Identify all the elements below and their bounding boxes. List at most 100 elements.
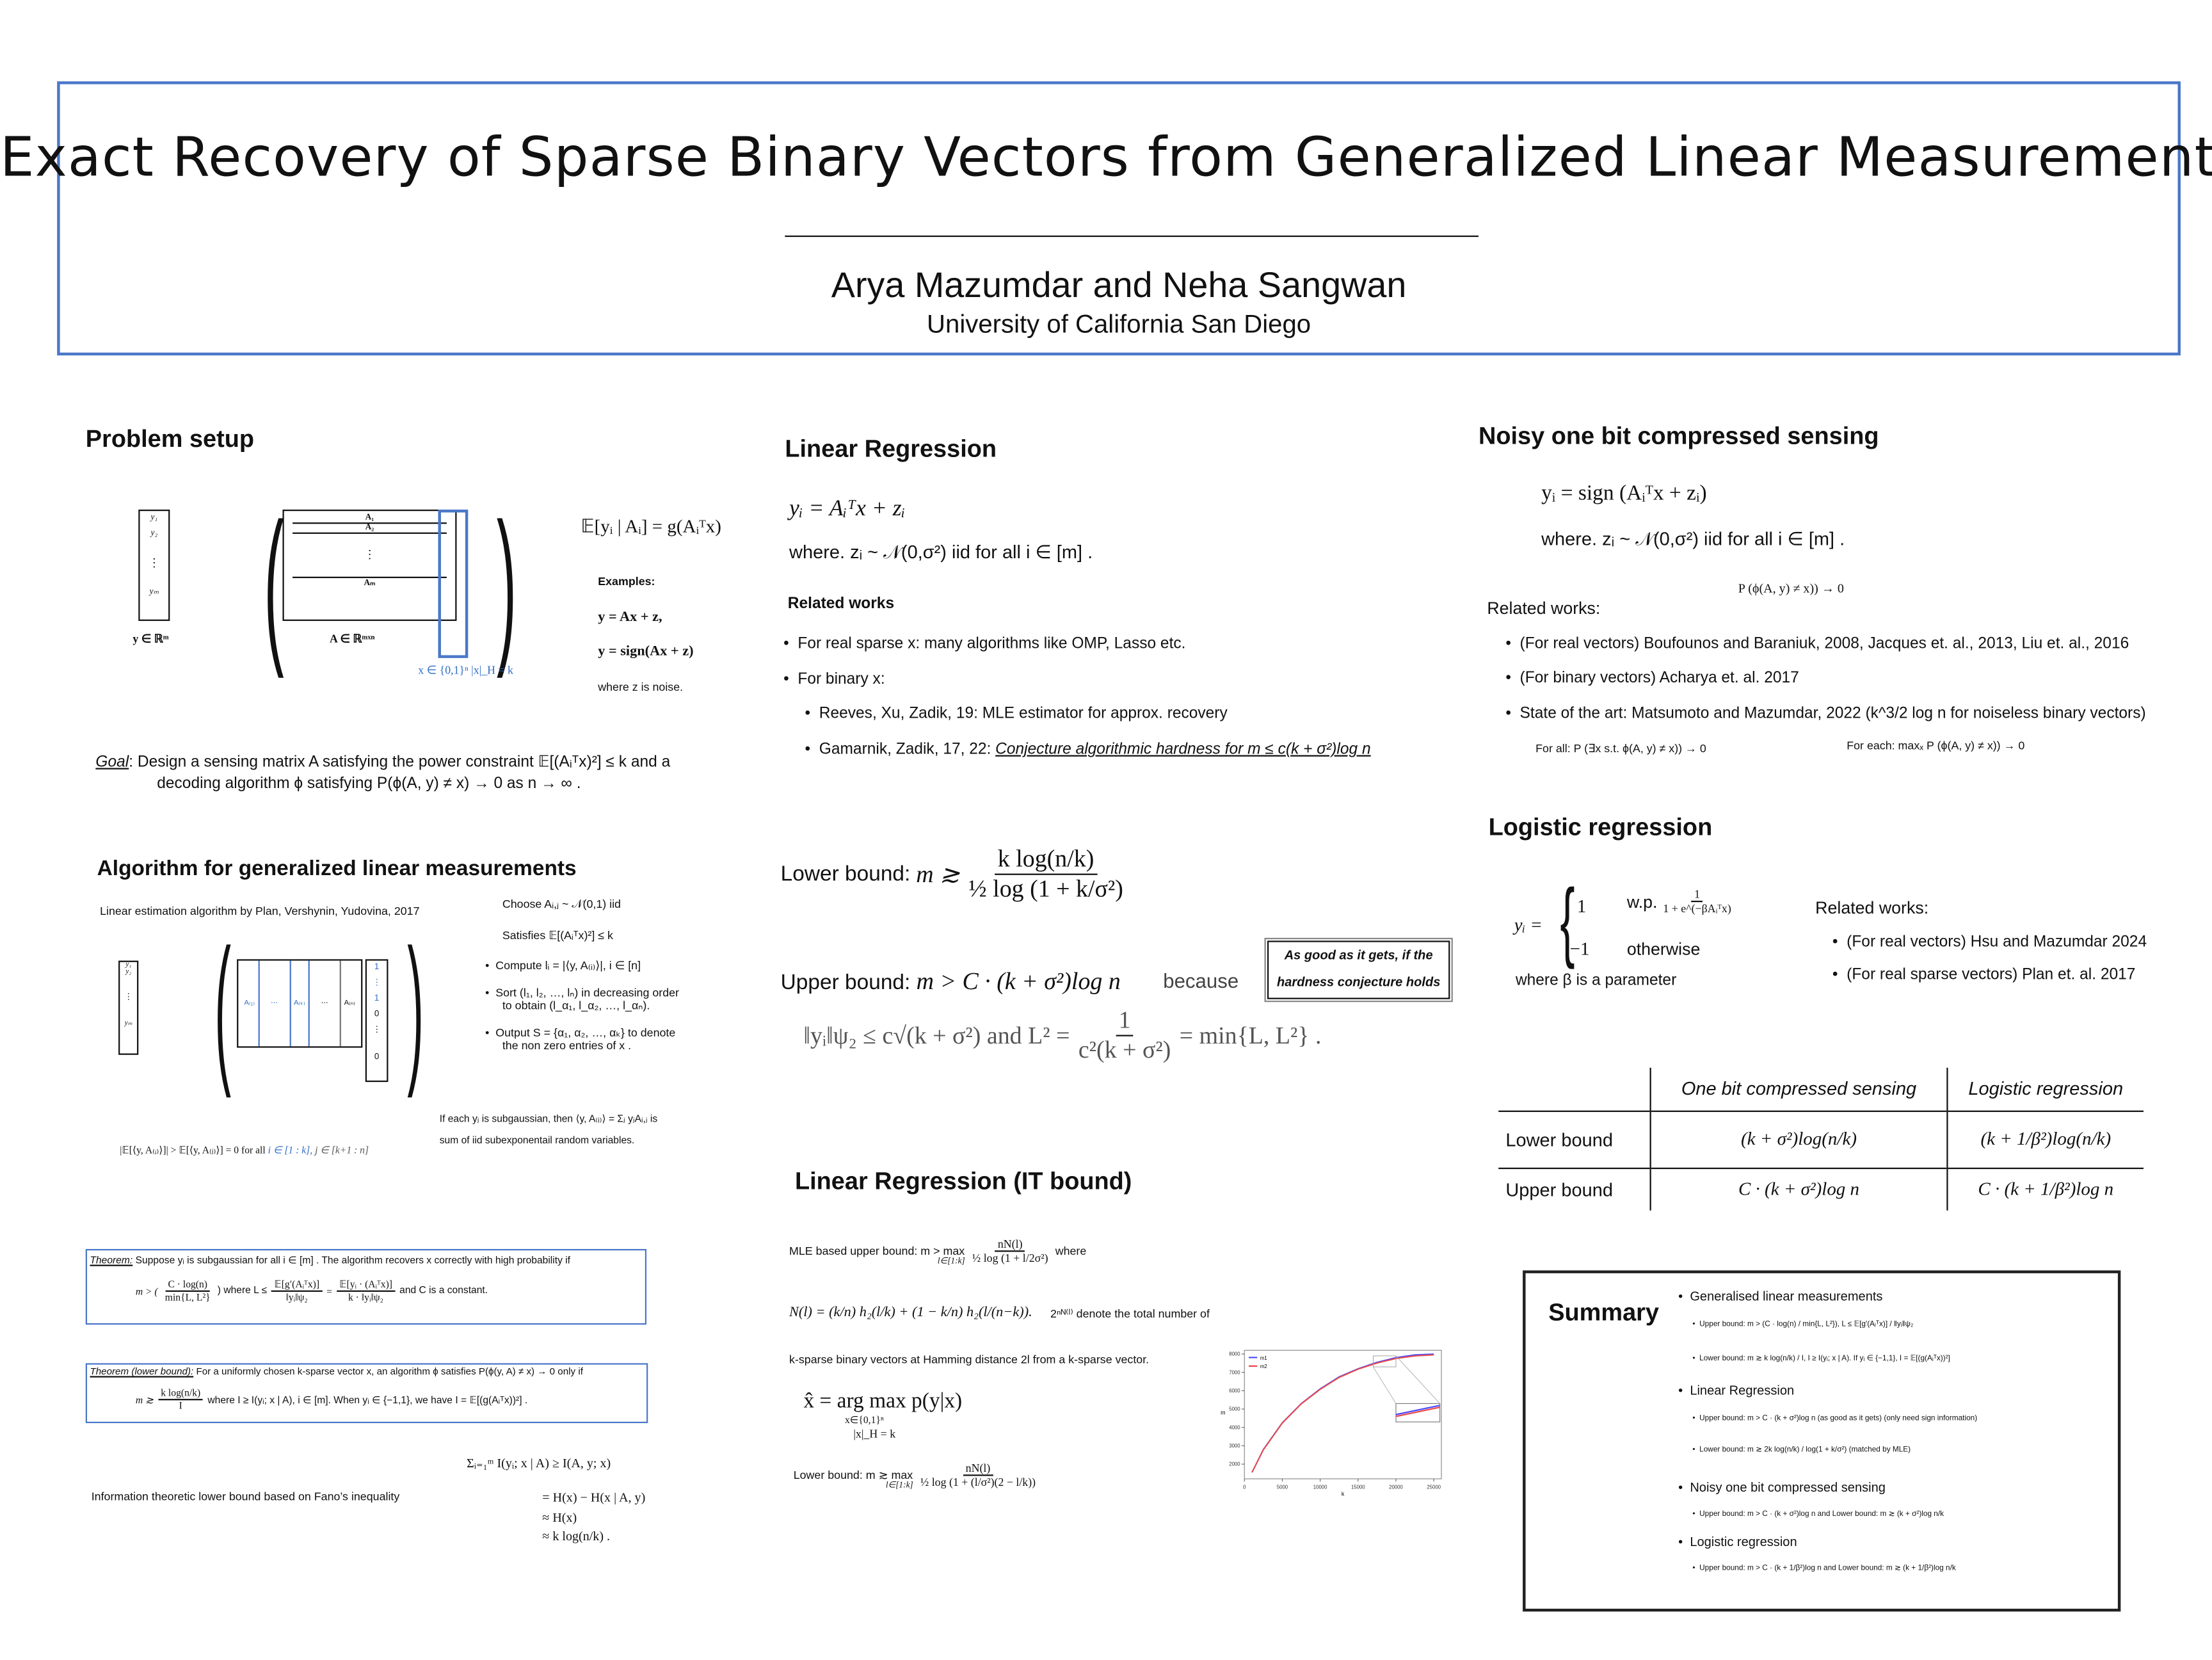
y-tick-label: 6000: [1229, 1388, 1240, 1394]
formula-part: =: [326, 1285, 332, 1297]
summary-item-text: Upper bound: m > C · (k + σ²)log n and L…: [1699, 1510, 1944, 1519]
summary-section-title: • Linear Regression: [1678, 1383, 1795, 1398]
y-entry: ⋮: [124, 993, 133, 1003]
related-text: (For real sparse vectors) Plan et. al. 2…: [1847, 966, 2136, 984]
summary-item-text: Lower bound: m ≳ k log(n/k) / I, I ≥ I(y…: [1699, 1354, 1950, 1364]
matrix-column: A₍ₙ₎: [339, 960, 355, 1047]
related-text: For real sparse x: many algorithms like …: [797, 635, 1186, 652]
inset-connector: [1395, 1355, 1440, 1404]
section-heading-noisy-one-bit: Noisy one bit compressed sensing: [1478, 422, 1879, 450]
x-entry: 0: [374, 1053, 380, 1062]
summary-title-text: Logistic regression: [1690, 1534, 1797, 1549]
power-constraint: Satisfies 𝔼[(Aᵢᵀx)²] ≤ k: [502, 929, 613, 942]
y-entry: yₘ: [149, 588, 159, 597]
affiliation: University of California San Diego: [927, 309, 1311, 339]
step-sort: • Sort (l₁, l₂, …, lₙ) in decreasing ord…: [485, 986, 679, 1012]
a-row: A₂: [293, 524, 447, 534]
x-entry: 1: [374, 995, 380, 1004]
table-cell: Upper bound: [1505, 1179, 1613, 1200]
section-heading-logistic: Logistic regression: [1488, 813, 1713, 841]
logistic-lhs: yᵢ =: [1514, 914, 1543, 935]
y-axis-label: m: [1221, 1410, 1225, 1416]
fano-description: Information theoretic lower bound based …: [91, 1490, 400, 1503]
linreg-model: yᵢ = Aᵢᵀx + zᵢ: [789, 496, 906, 521]
summary-item-text: Upper bound: m > (C · log(n) / min{L, L²…: [1699, 1320, 1914, 1329]
theorem-upper-box: [85, 1248, 647, 1325]
conjecture-link: Conjecture algorithmic hardness for m ≤ …: [995, 741, 1371, 758]
related-subitem: • Reeves, Xu, Zadik, 19: MLE estimator f…: [805, 705, 1228, 723]
mle-upper-bound: MLE based upper bound: m > max l∈[1:k] n…: [789, 1236, 1086, 1266]
summary-section-title: • Generalised linear measurements: [1678, 1289, 1883, 1303]
argmax-constraint-2: |x|_H = k: [853, 1427, 896, 1440]
formula-part: ‖yᵢ‖ψ₂ ≤ c√(k + σ²) and L² =: [803, 1021, 1070, 1049]
legend-label-m2: m2: [1260, 1364, 1267, 1369]
step-compute: • Compute lᵢ = |⟨y, A₍ᵢ₎⟩|, i ∈ [n]: [485, 959, 641, 972]
fraction-numerator: 𝔼[yᵢ · (Aᵢᵀx)]: [336, 1279, 396, 1292]
x-tick-label: 10000: [1313, 1485, 1327, 1490]
fraction-denominator: ½ log (1 + (l/σ²)(2 − l/k)): [920, 1476, 1036, 1489]
y-tick-label: 7000: [1229, 1369, 1240, 1375]
summary-heading: Summary: [1548, 1299, 1659, 1326]
fano-line-2: = H(x) − H(x | A, y): [542, 1490, 646, 1505]
alg-right-paren: ): [407, 916, 424, 1099]
table-cell: C · (k + σ²)log n: [1649, 1167, 1948, 1211]
summary-section-title: • Logistic regression: [1678, 1534, 1797, 1549]
summary-item: • Upper bound: m > C · (k + 1/β²)log n a…: [1692, 1564, 1956, 1574]
fraction-numerator: nN(l): [963, 1462, 993, 1476]
table-header: Logistic regression: [1946, 1067, 2144, 1111]
x-constraint-label: x ∈ {0,1}ⁿ |x|_H = k: [418, 663, 513, 677]
linreg-lower-bound: Lower bound: m ≳ k log(n/k)½ log (1 + k/…: [781, 845, 1126, 903]
theorem-text: For a uniformly chosen k-sparse vector x…: [193, 1367, 583, 1378]
table-cell: (k + 1/β²)log(n/k): [1946, 1110, 2144, 1168]
related-text: State of the art: Matsumoto and Mazumdar…: [1519, 705, 2146, 723]
related-item: • (For real vectors) Boufounos and Baran…: [1505, 635, 2129, 652]
section-heading-it-bound: Linear Regression (IT bound): [794, 1167, 1132, 1195]
y-entry: y₁: [125, 962, 132, 969]
beta-parameter: where β is a parameter: [1515, 972, 1677, 990]
formula-part: m > (: [135, 1285, 158, 1297]
related-subitem: • Gamarnik, Zadik, 17, 22: Conjecture al…: [805, 741, 1371, 758]
step-text: Output S = {α₁, α₂, …, αₖ} to denote the…: [495, 1026, 676, 1052]
table-cell: C · (k + 1/β²)log n: [1946, 1167, 2144, 1211]
y-tick-label: 5000: [1229, 1406, 1240, 1412]
matrix-column: ⋯: [271, 999, 278, 1008]
ksparse-note: k-sparse binary vectors at Hamming dista…: [789, 1353, 1150, 1366]
goal-line-1: Goal: Design a sensing matrix A satisfyi…: [95, 752, 670, 771]
fraction-numerator: k log(n/k): [157, 1387, 204, 1401]
related-text: Reeves, Xu, Zadik, 19: MLE estimator for…: [819, 705, 1228, 723]
x-entry: ⋮: [372, 1026, 381, 1035]
related-text: For binary x:: [797, 670, 885, 688]
bound-label: Upper bound:: [780, 971, 917, 995]
y-vector: y₁ y₂ ⋮ yₘ: [138, 510, 170, 621]
callout-text: As good as it gets, if the: [1284, 947, 1433, 962]
related-text: Gamarnik, Zadik, 17, 22:: [819, 741, 996, 758]
fraction-numerator: 1: [1116, 1006, 1134, 1036]
right-paren: ): [496, 488, 517, 680]
section-heading-problem-setup: Problem setup: [85, 425, 255, 453]
series-line-m2: [1251, 1354, 1434, 1473]
brace: {: [1560, 872, 1575, 971]
because-label: because: [1163, 969, 1239, 992]
poster-title: Exact Recovery of Sparse Binary Vectors …: [0, 125, 2212, 189]
related-text: (For real vectors) Boufounos and Baraniu…: [1519, 635, 2129, 652]
x-tick-label: 15000: [1351, 1485, 1365, 1490]
alg-left-paren: (: [214, 916, 231, 1099]
formula-part: w.p.: [1626, 891, 1658, 912]
goal-text: : Design a sensing matrix A satisfying t…: [129, 753, 671, 771]
examples-label: Examples:: [598, 575, 655, 588]
argmax-constraint-1: x∈{0,1}ⁿ: [844, 1414, 884, 1426]
related-item: • (For real vectors) Hsu and Mazumdar 20…: [1832, 933, 2147, 951]
index-i-range: i ∈ [1 : k],: [268, 1145, 313, 1157]
index-j-range: j ∈ [k+1 : n]: [315, 1145, 369, 1157]
theorem-upper-statement: Theorem: Suppose yᵢ is subgaussian for a…: [90, 1255, 570, 1266]
summary-title-text: Generalised linear measurements: [1690, 1289, 1883, 1303]
case-2-condition: otherwise: [1626, 939, 1701, 960]
y-tick-label: 2000: [1229, 1462, 1240, 1467]
fraction-denominator: ½ log (1 + l/2σ²): [972, 1252, 1048, 1265]
fano-line-3: ≈ H(x): [542, 1510, 577, 1525]
example-linear: y = Ax + z,: [598, 609, 662, 625]
for-all-criterion: For all: P (∃x s.t. ϕ(A, y) ≠ x)) → 0: [1535, 742, 1706, 755]
fraction-denominator: 1 + e^(−βAᵢᵀx): [1663, 902, 1731, 915]
